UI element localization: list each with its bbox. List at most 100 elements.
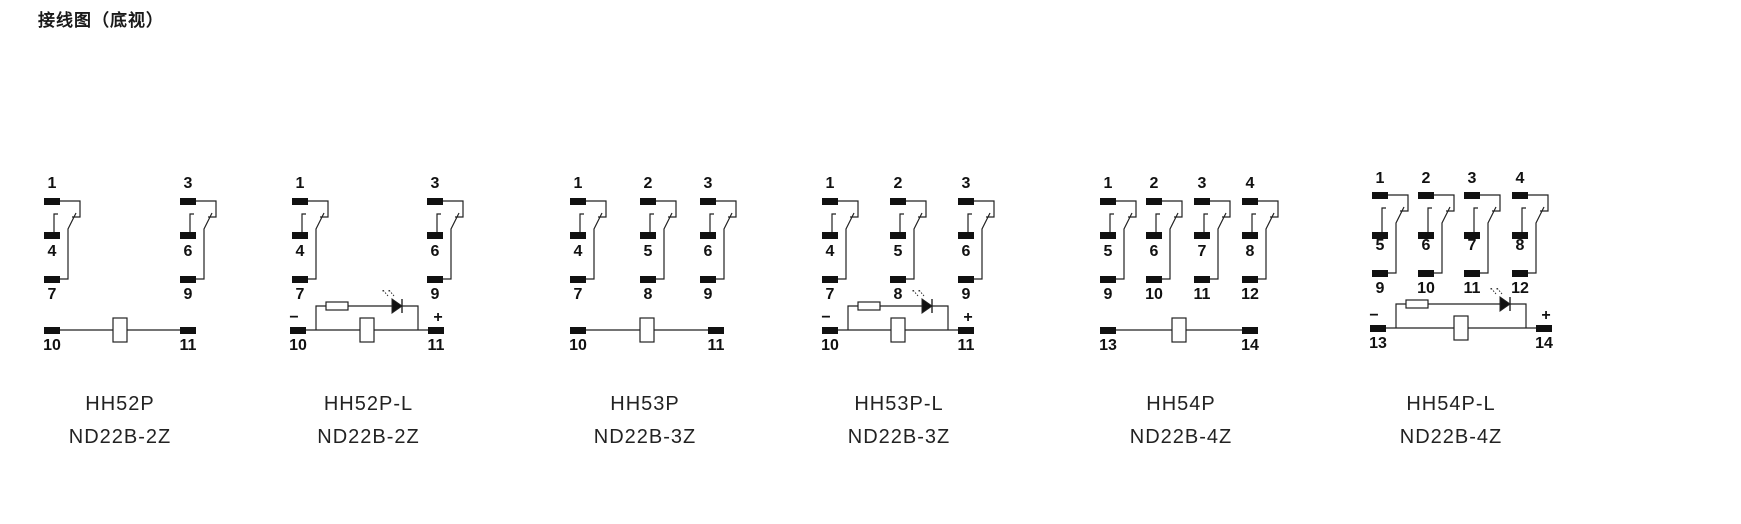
pin-10 [1418, 270, 1434, 277]
coil-pin-13 [1370, 325, 1386, 332]
pin-6 [958, 232, 974, 239]
led-diode-symbol [921, 298, 933, 314]
coil-symbol [639, 317, 655, 343]
nc-contact-line [1528, 194, 1549, 212]
pin-number-9: 9 [1376, 280, 1385, 297]
pin-number-9: 9 [184, 286, 193, 303]
model-code: ND22B-4Z [1399, 426, 1503, 448]
pin-9 [700, 276, 716, 283]
pin-number-1: 1 [1376, 170, 1385, 187]
model-name: HH53P-L [854, 393, 944, 415]
no-contact-line [967, 213, 974, 236]
pin-9 [958, 276, 974, 283]
pin-12 [1242, 276, 1258, 283]
pin-number-6: 6 [1422, 237, 1431, 254]
coil-pin-number-10: 10 [289, 337, 307, 354]
pin-number-4: 4 [574, 243, 583, 260]
common-arm-line [1480, 206, 1497, 274]
no-contact-line [1203, 213, 1210, 236]
pin-number-5: 5 [894, 243, 903, 260]
no-contact-line [1381, 207, 1388, 236]
no-contact-line [1109, 213, 1116, 236]
common-arm-line [1434, 206, 1451, 274]
pin-number-7: 7 [296, 286, 305, 303]
pin-number-12: 12 [1511, 280, 1529, 297]
pin-9 [180, 276, 196, 283]
pin-4 [1242, 198, 1258, 205]
pin-number-2: 2 [1150, 175, 1159, 192]
common-arm-line [60, 212, 77, 280]
pin-number-5: 5 [1376, 237, 1385, 254]
pin-number-4: 4 [296, 243, 305, 260]
pin-6 [1146, 232, 1162, 239]
no-contact-line [579, 213, 586, 236]
nc-contact-line [443, 200, 464, 218]
pin-number-11: 11 [1464, 280, 1481, 297]
nc-contact-line [1210, 200, 1231, 218]
pin-3 [180, 198, 196, 205]
common-arm-line [906, 212, 923, 280]
pin-1 [570, 198, 586, 205]
pin-number-11: 11 [1194, 286, 1211, 303]
common-arm-line [196, 212, 213, 280]
coil-pin-number-11: 11 [958, 337, 975, 354]
pin-number-4: 4 [826, 243, 835, 260]
common-arm-line [1162, 212, 1179, 280]
light-emission-icon [1490, 287, 1503, 295]
common-arm-line [838, 212, 855, 280]
pin-number-3: 3 [1198, 175, 1207, 192]
pin-number-5: 5 [1104, 243, 1113, 260]
coil-pin-13 [1100, 327, 1116, 334]
pin-3 [1194, 198, 1210, 205]
pin-number-6: 6 [962, 243, 971, 260]
pin-number-7: 7 [574, 286, 583, 303]
no-contact-line [649, 213, 656, 236]
common-arm-line [1528, 206, 1545, 274]
pin-2 [1418, 192, 1434, 199]
common-arm-line [443, 212, 460, 280]
model-name: HH52P [85, 393, 155, 415]
pin-number-9: 9 [1104, 286, 1113, 303]
pin-9 [1372, 270, 1388, 277]
no-contact-line [1427, 207, 1434, 236]
nc-contact-line [1162, 200, 1183, 218]
pin-number-7: 7 [826, 286, 835, 303]
coil-minus-sign: − [1369, 307, 1378, 324]
pin-7 [822, 276, 838, 283]
pin-number-3: 3 [431, 175, 440, 192]
model-code: ND22B-3Z [847, 426, 951, 448]
pin-10 [1146, 276, 1162, 283]
no-contact-line [436, 213, 443, 236]
pin-1 [822, 198, 838, 205]
page-title: 接线图（底视） [38, 11, 164, 30]
coil-pin-11 [428, 327, 444, 334]
pin-number-9: 9 [431, 286, 440, 303]
pin-number-3: 3 [704, 175, 713, 192]
coil-pin-14 [1536, 325, 1552, 332]
pin-number-1: 1 [1104, 175, 1113, 192]
pin-number-6: 6 [1150, 243, 1159, 260]
pin-number-3: 3 [184, 175, 193, 192]
pin-number-4: 4 [1246, 175, 1255, 192]
resistor-symbol [325, 301, 349, 311]
nc-contact-line [974, 200, 995, 218]
coil-plus-sign: + [433, 309, 442, 326]
pin-number-7: 7 [1468, 237, 1477, 254]
coil-symbol [1453, 315, 1469, 341]
led-branch-wire [315, 305, 419, 330]
model-code: ND22B-4Z [1129, 426, 1233, 448]
pin-11 [1464, 270, 1480, 277]
pin-5 [640, 232, 656, 239]
coil-pin-number-10: 10 [43, 337, 61, 354]
pin-number-8: 8 [894, 286, 903, 303]
coil-pin-number-13: 13 [1369, 335, 1387, 352]
pin-number-5: 5 [644, 243, 653, 260]
coil-minus-sign: − [289, 309, 298, 326]
pin-number-9: 9 [962, 286, 971, 303]
